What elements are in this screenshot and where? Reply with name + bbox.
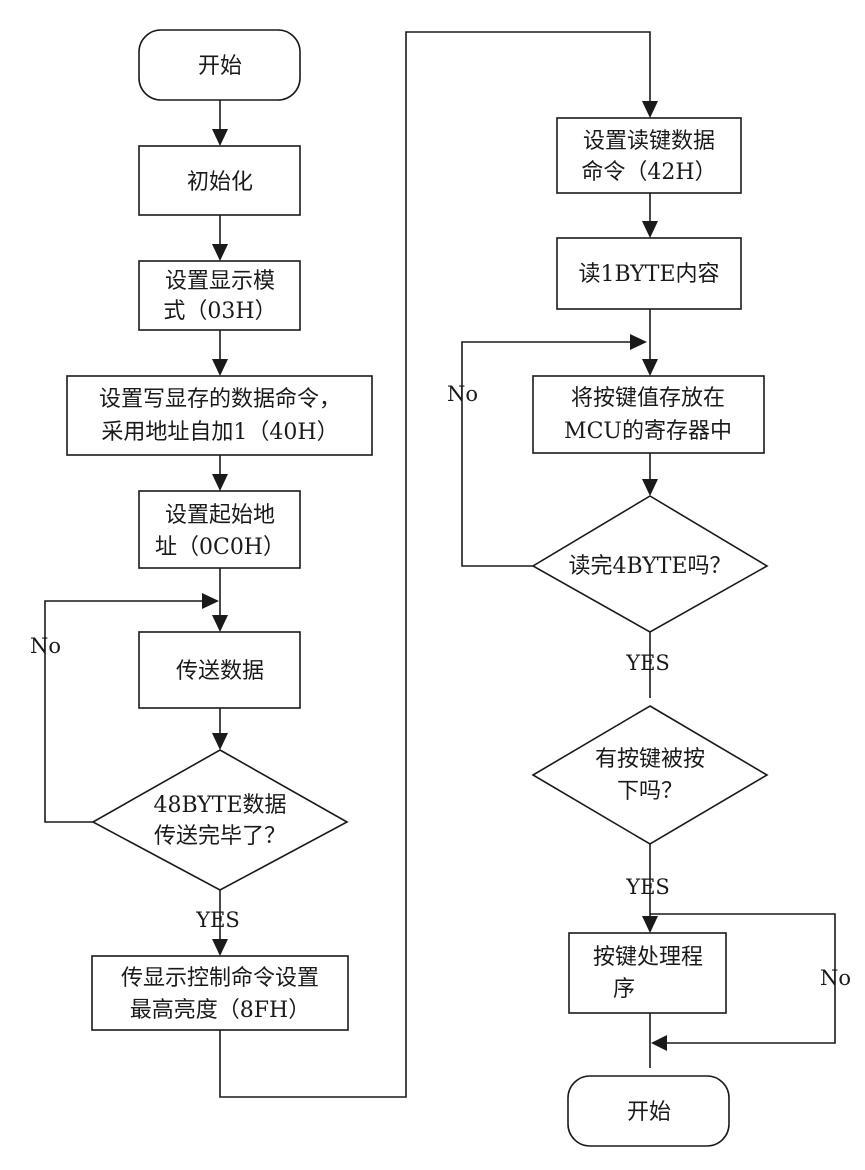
check-48byte-line1: 48BYTE数据 bbox=[153, 793, 286, 818]
transfer-data-label: 传送数据 bbox=[176, 659, 264, 684]
set-write-cmd-line1: 设置写显存的数据命令， bbox=[99, 387, 341, 412]
key-process-line2: 序 bbox=[613, 977, 635, 1002]
right-yes-label-2: YES bbox=[625, 875, 670, 899]
key-process-box: 按键处理程 序 bbox=[568, 932, 727, 1014]
init-box: 初始化 bbox=[138, 145, 301, 216]
set-read-cmd-line2: 命令（42H） bbox=[581, 160, 716, 185]
key-pressed-line1: 有按键被按 bbox=[595, 747, 705, 772]
key-pressed-line2: 下吗？ bbox=[617, 779, 683, 804]
key-process-line1: 按键处理程 bbox=[593, 945, 703, 970]
right-arrowheads bbox=[630, 221, 667, 1051]
set-display-mode-line2: 式（03H） bbox=[163, 299, 276, 324]
check-48byte-line2: 传送完毕了？ bbox=[154, 824, 286, 849]
set-read-cmd-line1: 设置读键数据 bbox=[583, 129, 715, 154]
brightness-cmd-line2: 最高亮度（8FH） bbox=[130, 998, 310, 1023]
right-yes-label-1: YES bbox=[625, 651, 670, 675]
check-4byte-decision: 读完4BYTE吗？ bbox=[531, 495, 769, 633]
start-label: 开始 bbox=[198, 54, 242, 79]
read-1byte-label: 读1BYTE内容 bbox=[578, 262, 719, 287]
right-connectors bbox=[461, 193, 836, 1068]
set-write-cmd-box: 设置写显存的数据命令， 采用地址自加1（40H） bbox=[66, 375, 373, 456]
init-label: 初始化 bbox=[187, 170, 253, 195]
brightness-cmd-box: 传显示控制命令设置 最高亮度（8FH） bbox=[91, 955, 349, 1031]
check-4byte-label: 读完4BYTE吗？ bbox=[568, 554, 731, 579]
set-start-addr-box: 设置起始地 址（0C0H） bbox=[138, 490, 301, 569]
left-no-label: No bbox=[30, 634, 61, 658]
brightness-cmd-line1: 传显示控制命令设置 bbox=[121, 966, 319, 991]
key-pressed-decision: 有按键被按 下吗？ bbox=[531, 705, 769, 845]
set-start-addr-line2: 址（0C0H） bbox=[155, 535, 285, 560]
set-display-mode-box: 设置显示模 式（03H） bbox=[138, 260, 301, 331]
store-key-box: 将按键值存放在 MCU的寄存器中 bbox=[532, 375, 765, 454]
left-arrowheads bbox=[202, 101, 658, 956]
end-label: 开始 bbox=[627, 1100, 671, 1125]
right-no-label-2: No bbox=[820, 966, 851, 990]
right-no-label-1: No bbox=[447, 382, 478, 406]
end-terminal: 开始 bbox=[567, 1075, 730, 1147]
set-write-cmd-line2: 采用地址自加1（40H） bbox=[101, 420, 338, 445]
read-1byte-box: 读1BYTE内容 bbox=[556, 237, 742, 310]
store-key-line1: 将按键值存放在 bbox=[571, 386, 725, 411]
start-terminal: 开始 bbox=[138, 29, 301, 101]
check-48byte-decision: 48BYTE数据 传送完毕了？ bbox=[91, 749, 349, 891]
set-start-addr-line1: 设置起始地 bbox=[165, 503, 275, 528]
set-read-cmd-box: 设置读键数据 命令（42H） bbox=[556, 117, 742, 194]
store-key-line2: MCU的寄存器中 bbox=[564, 419, 732, 444]
left-connectors bbox=[44, 31, 651, 1098]
left-yes-label: YES bbox=[195, 908, 240, 932]
transfer-data-box: 传送数据 bbox=[138, 631, 301, 709]
set-display-mode-line1: 设置显示模 bbox=[165, 269, 275, 294]
